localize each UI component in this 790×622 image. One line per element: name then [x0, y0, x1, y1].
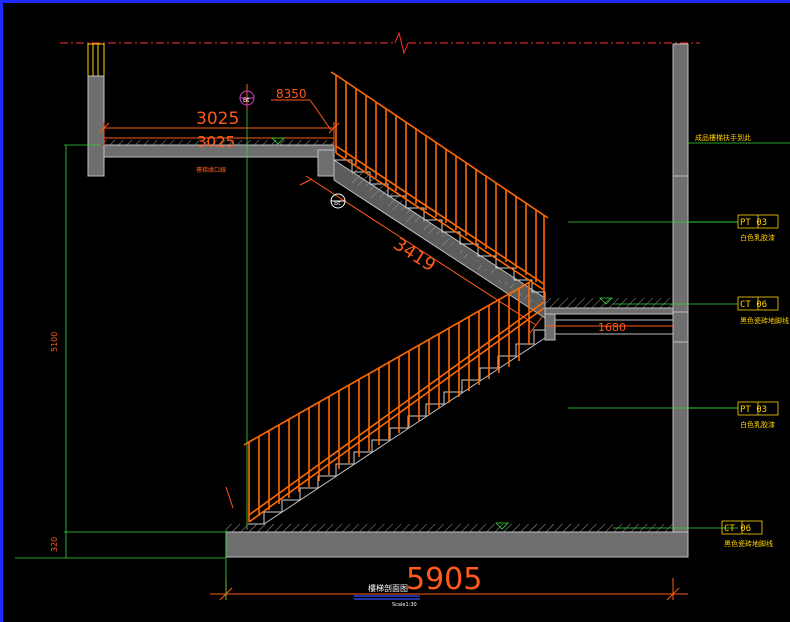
upper-handrail — [330, 71, 549, 300]
lower-handrail — [243, 281, 545, 523]
note-top-right: 成品樓梯扶手到此 — [695, 133, 751, 142]
top-break-line — [60, 31, 700, 55]
pt1-code: PT 03 — [740, 218, 767, 228]
drawing-title: 樓梯剖面图 Scale1:30 — [354, 583, 420, 608]
pt2-code: PT 03 — [740, 405, 767, 415]
right-wall — [672, 43, 689, 558]
level-markers — [271, 137, 613, 530]
drawing-title-name: 樓梯剖面图 — [368, 583, 408, 593]
pt1-desc: 白色乳胶漆 — [740, 233, 775, 242]
ct2-desc: 黑色瓷砖地脚线 — [724, 539, 773, 548]
ct2-code: CT 06 — [724, 524, 751, 534]
note-left: 樓梯緣口線 — [196, 166, 226, 174]
dim-top-big: 3025 — [196, 109, 239, 129]
marker-label-mid: Bt — [334, 200, 341, 207]
ct1-desc: 黑色瓷砖地脚线 — [740, 316, 789, 325]
upper-flight — [333, 159, 546, 319]
dim-landing: 1680 — [598, 321, 626, 334]
section-marker-mid: Bt — [330, 193, 346, 209]
drawing-title-scale: Scale1:30 — [392, 602, 417, 608]
marker-label-top: Bt — [243, 97, 250, 104]
ct1-code: CT 06 — [740, 300, 767, 310]
ground-slab — [225, 524, 689, 558]
section-marker-top: Bt — [239, 84, 255, 110]
mid-landing — [544, 298, 674, 341]
left-wall — [87, 43, 105, 177]
lower-flight — [248, 329, 546, 525]
dim-bottom: 5905 — [406, 562, 482, 597]
dim-height-total: 5100 — [50, 332, 59, 352]
callout-tags — [721, 214, 779, 535]
dim-8350: 8350 — [276, 87, 307, 101]
dim-top-small: 3025 — [197, 133, 235, 151]
pt2-desc: 白色乳胶漆 — [740, 420, 775, 429]
leader-lines — [15, 92, 790, 600]
dim-height-base: 320 — [50, 537, 59, 552]
